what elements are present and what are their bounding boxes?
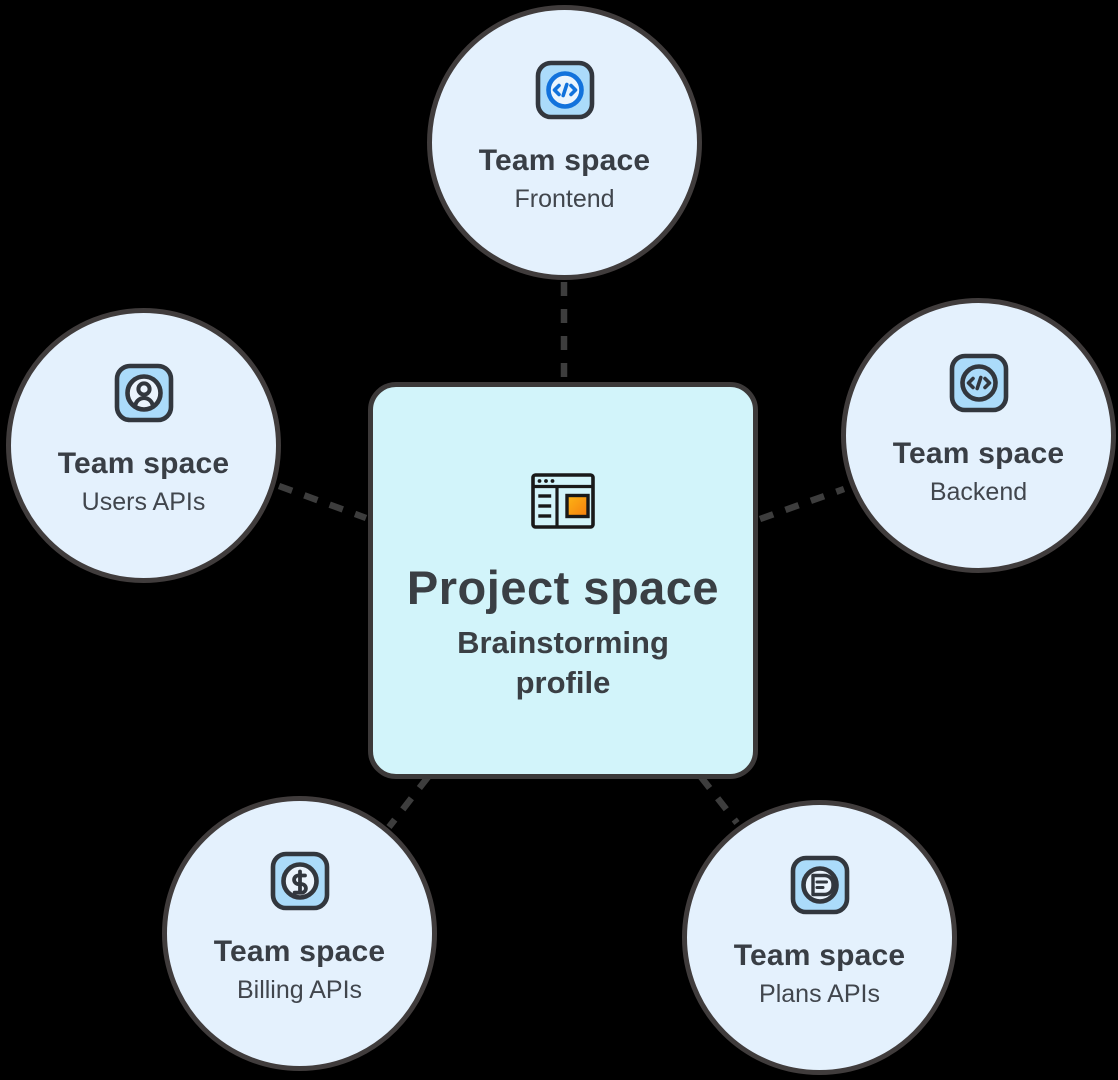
team-space-node-plans-apis[interactable]: Team space Plans APIs (682, 800, 957, 1075)
team-space-node-users-apis[interactable]: Team space Users APIs (6, 308, 281, 583)
project-space-card[interactable]: Project space Brainstorming profile (368, 382, 758, 779)
node-subtitle: Backend (929, 478, 1028, 506)
project-space-subtitle: Brainstorming profile (457, 624, 669, 700)
user-circle-icon (114, 363, 173, 423)
node-subtitle: Users APIs (81, 488, 206, 516)
connector-plans-center (698, 774, 740, 826)
connector-backend-center (758, 485, 846, 523)
team-space-node-backend[interactable]: Team space Backend (841, 298, 1116, 573)
node-title: Team space (57, 447, 230, 480)
node-title: Team space (733, 939, 906, 972)
node-title: Team space (892, 437, 1065, 470)
code-circle-icon-blue (535, 60, 594, 120)
flag-circle-icon (790, 855, 849, 915)
code-circle-icon-dark (949, 353, 1008, 413)
project-space-title: Project space (406, 560, 720, 614)
connector-billing-center (386, 775, 431, 829)
team-space-node-billing-apis[interactable]: Team space Billing APIs (162, 796, 437, 1071)
node-title: Team space (478, 144, 651, 177)
node-subtitle: Billing APIs (236, 976, 363, 1004)
node-title: Team space (213, 935, 386, 968)
team-space-node-frontend[interactable]: Team space Frontend (427, 5, 702, 280)
dollar-circle-icon (270, 851, 329, 911)
node-subtitle: Plans APIs (759, 980, 880, 1008)
browser-window-icon (531, 472, 595, 529)
connector-users-center (277, 482, 368, 522)
node-subtitle: Frontend (514, 185, 615, 213)
